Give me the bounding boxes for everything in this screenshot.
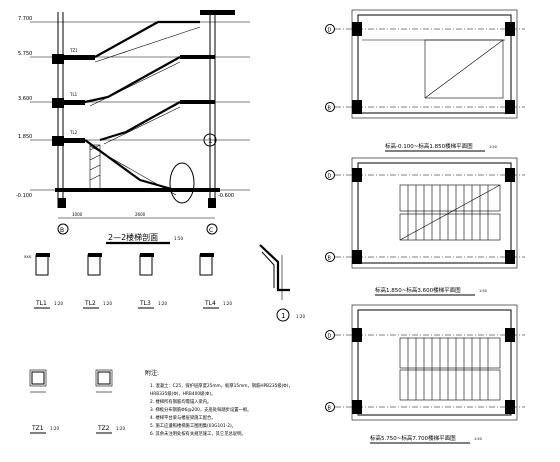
svg-text:xxx: xxx bbox=[24, 254, 32, 259]
column-section-tz2: TZ2 1:20 bbox=[95, 369, 125, 434]
axis-bubble-label: D bbox=[328, 334, 332, 340]
notes-heading: 附注: bbox=[145, 369, 159, 377]
beam-section-tl3: TL3 1:20 bbox=[138, 253, 167, 309]
dimension-text: 2600 bbox=[135, 212, 146, 217]
section-scale: 1:50 bbox=[174, 236, 183, 241]
section-title: 2—2楼梯剖面 bbox=[108, 232, 158, 242]
plan-scale: 1:50 bbox=[474, 437, 482, 441]
plan-scale: 1:50 bbox=[479, 289, 487, 293]
note-line: 5. 施工应遵照楼梯施工图图集(03G101-2)。 bbox=[150, 422, 236, 429]
beam-scale: 1:20 bbox=[103, 301, 112, 306]
section-grid-label: TL1 bbox=[69, 92, 78, 97]
section-callout-number: 1 bbox=[208, 137, 212, 145]
section-grid-label: TZ1 bbox=[69, 48, 78, 53]
axis-bubble-label: B bbox=[328, 406, 332, 412]
column-scale: 1:20 bbox=[50, 426, 59, 431]
note-line: 4. 楼梯平台梁与楼层梁施工配合。 bbox=[150, 414, 216, 421]
general-notes: 附注: 1. 混凝土：C25，保护层厚度25mm，板厚15mm，钢筋HPB235… bbox=[145, 369, 293, 437]
level-mark: -0.600 bbox=[218, 193, 234, 199]
level-mark: -0.100 bbox=[16, 193, 32, 199]
plan-title: 标高1.850~标高3.600楼梯平面图 bbox=[375, 286, 461, 294]
axis-bubble-label: C bbox=[209, 227, 213, 234]
beam-scale: 1:20 bbox=[54, 301, 63, 306]
beam-section-tl4: TL4 1:20 bbox=[199, 253, 232, 309]
note-line: 1. 混凝土：C25，保护层厚度25mm，板厚15mm，钢筋HPB235级(Φ)… bbox=[150, 382, 293, 389]
column-scale: 1:20 bbox=[116, 426, 125, 431]
note-line: 2. 楼梯所有钢筋均需锚入梁内。 bbox=[150, 398, 211, 405]
detail-number: 1 bbox=[281, 312, 285, 320]
beam-scale: 1:20 bbox=[223, 301, 232, 306]
level-mark: 3.600 bbox=[18, 96, 32, 102]
column-label: TZ1 bbox=[31, 425, 44, 432]
note-line: HRB335级(Φ)，HRB400级(Φ)。 bbox=[150, 390, 215, 397]
beam-scale: 1:20 bbox=[158, 301, 167, 306]
axis-bubble-label: D bbox=[328, 174, 332, 180]
beam-label: TL1 bbox=[35, 300, 47, 307]
column-section-tz1: TZ1 1:20 bbox=[29, 369, 59, 434]
axis-bubble-label: B bbox=[328, 256, 332, 262]
axis-bubble-label: B bbox=[328, 106, 332, 112]
plan-title: 标高-0.100~标高1.850楼梯平面图 bbox=[385, 142, 473, 150]
beam-label: TL3 bbox=[139, 300, 151, 307]
stair-plan-3: D B 标高5.750~标高7.700楼梯平面图 1:50 bbox=[325, 304, 525, 444]
section-grid-label: TL2 bbox=[69, 130, 78, 135]
plan-title: 标高5.750~标高7.700楼梯平面图 bbox=[370, 434, 456, 442]
stair-plan-1: D B 标高-0.100~标高1.850楼梯平面图 1:50 bbox=[325, 9, 525, 152]
axis-bubble-label: B bbox=[60, 227, 64, 234]
column-label: TZ2 bbox=[97, 425, 110, 432]
beam-label: TL2 bbox=[84, 300, 96, 307]
level-mark: 1.850 bbox=[18, 134, 32, 140]
beam-label: TL4 bbox=[204, 300, 216, 307]
beam-section-tl2: TL2 1:20 bbox=[83, 253, 112, 309]
dimension-text: 1000 bbox=[72, 212, 83, 217]
level-mark: 5.750 bbox=[18, 51, 32, 57]
plan-scale: 1:50 bbox=[489, 145, 497, 149]
level-mark: 7.700 bbox=[18, 16, 32, 22]
note-line: 3. 梯板分布钢筋Φ6@200，支座处每踏步设置一根。 bbox=[150, 406, 251, 413]
stair-node-detail: 1 1:20 bbox=[259, 244, 305, 322]
stair-plan-2: D B 标高1.850~标高3.600楼梯平面图 1:50 bbox=[325, 157, 525, 296]
note-line: 6. 其余未注明处按有关规范施工，其它见总说明。 bbox=[150, 430, 246, 437]
axis-bubble-label: D bbox=[328, 28, 332, 34]
beam-section-tl1: xxx TL1 1:20 bbox=[24, 253, 63, 309]
detail-scale: 1:20 bbox=[296, 314, 305, 319]
stair-section-view: 1 7.700 5.750 3.600 1.850 -0.100 -0.600 … bbox=[16, 10, 250, 245]
